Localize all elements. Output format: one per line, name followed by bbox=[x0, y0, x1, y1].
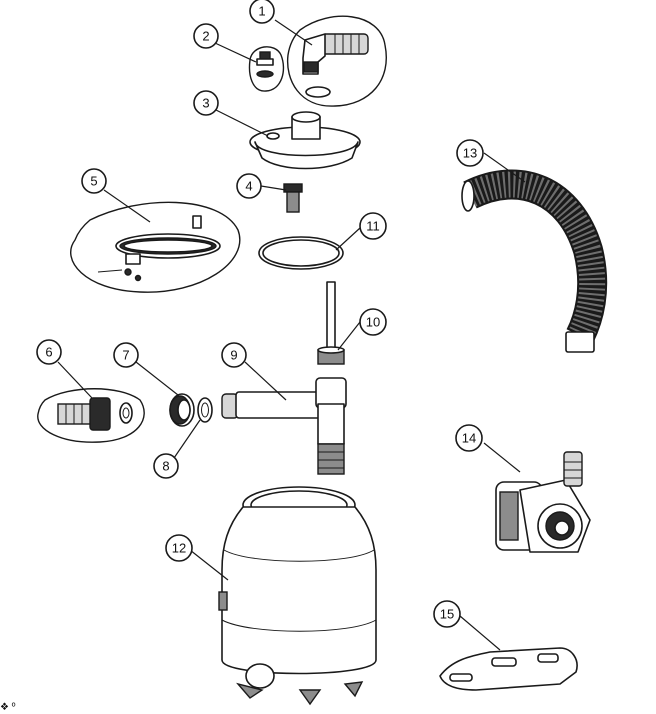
callout-8: 8 bbox=[153, 453, 179, 479]
callout-12: 12 bbox=[165, 534, 193, 562]
part-9-lateral-assembly bbox=[221, 377, 347, 475]
part-15-base-plate bbox=[439, 647, 578, 691]
callout-15: 15 bbox=[433, 600, 461, 628]
svg-text:15: 15 bbox=[440, 607, 454, 622]
callout-7: 7 bbox=[113, 342, 139, 368]
part-4-fitting bbox=[283, 183, 303, 213]
callout-2: 2 bbox=[193, 23, 219, 49]
part-14-pump bbox=[495, 451, 591, 553]
svg-text:12: 12 bbox=[172, 541, 186, 556]
svg-text:6: 6 bbox=[45, 345, 52, 360]
svg-text:9: 9 bbox=[230, 348, 237, 363]
callout-13: 13 bbox=[456, 139, 484, 167]
part-3-tank-lid bbox=[249, 111, 361, 170]
callout-5: 5 bbox=[81, 168, 107, 194]
leader-lines bbox=[57, 19, 526, 651]
callout-14: 14 bbox=[455, 424, 483, 452]
part-8-washer bbox=[197, 397, 213, 423]
svg-text:7: 7 bbox=[122, 348, 129, 363]
part-13-hose bbox=[461, 169, 608, 353]
callout-1: 1 bbox=[249, 0, 275, 24]
part-7-nut bbox=[169, 393, 195, 427]
callout-6: 6 bbox=[36, 339, 62, 365]
callout-11: 11 bbox=[359, 212, 387, 240]
part-1-elbow-connector bbox=[286, 15, 387, 107]
callout-10: 10 bbox=[359, 308, 387, 336]
svg-text:1: 1 bbox=[258, 4, 265, 19]
svg-text:4: 4 bbox=[245, 179, 252, 194]
part-6-hose-adapter bbox=[37, 388, 145, 443]
part-5-clamp-ring bbox=[70, 201, 241, 293]
svg-text:11: 11 bbox=[366, 219, 380, 234]
part-11-o-ring bbox=[258, 236, 344, 270]
svg-text:3: 3 bbox=[202, 96, 209, 111]
svg-text:2: 2 bbox=[202, 29, 209, 44]
part-12-filter-tank bbox=[218, 486, 377, 706]
svg-text:5: 5 bbox=[90, 174, 97, 189]
svg-text:14: 14 bbox=[462, 431, 476, 446]
part-10-standpipe bbox=[317, 281, 345, 365]
callout-3: 3 bbox=[193, 90, 219, 116]
svg-text:10: 10 bbox=[366, 315, 380, 330]
corner-mark: ❖ º bbox=[0, 702, 16, 713]
callout-4: 4 bbox=[236, 173, 262, 199]
svg-text:13: 13 bbox=[463, 146, 477, 161]
callout-9: 9 bbox=[221, 342, 247, 368]
svg-text:8: 8 bbox=[162, 459, 169, 474]
part-2-air-valve bbox=[248, 46, 285, 92]
